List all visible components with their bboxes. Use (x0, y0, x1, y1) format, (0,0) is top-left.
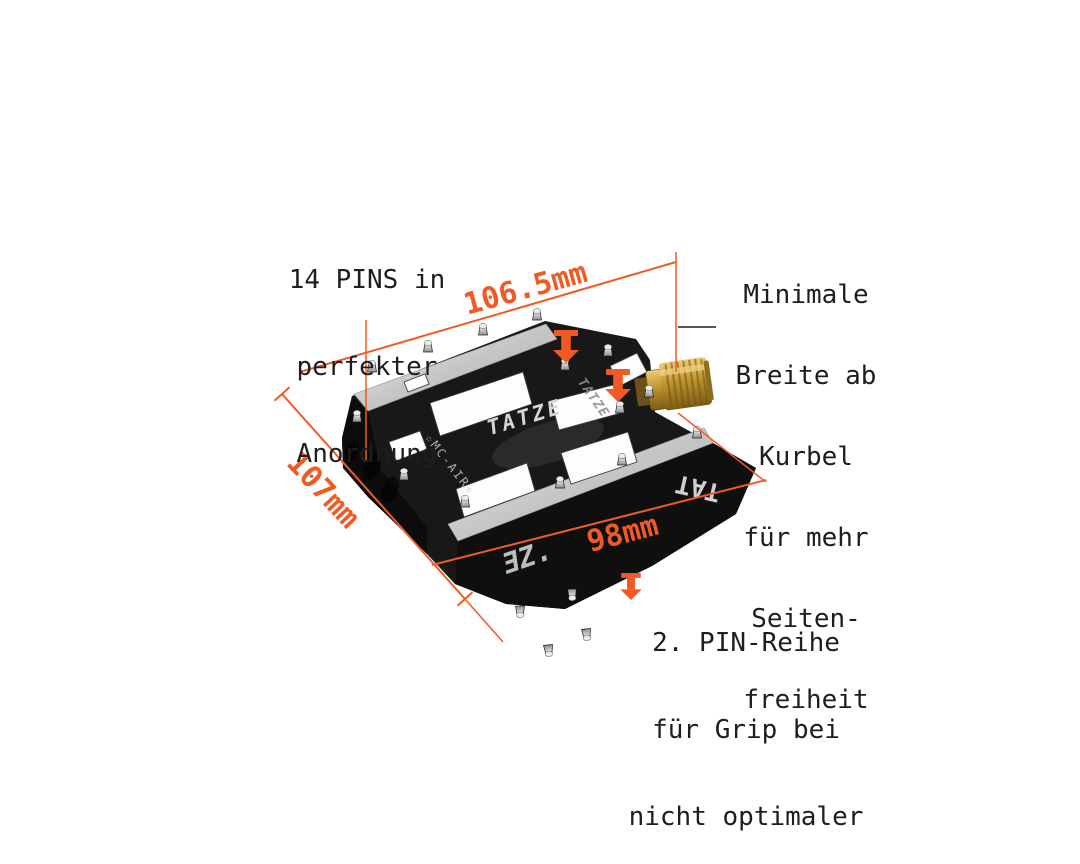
pedal-left-side-face (342, 396, 427, 554)
crank-clearance-line: Breite ab (735, 361, 877, 391)
second-pin-row-annotation: 2. PIN-Reihe für Grip bei nicht optimale… (612, 571, 880, 864)
second-pin-row-line: 2. PIN-Reihe (652, 628, 840, 658)
pedal-front-face (455, 443, 756, 609)
dimension-lines (273, 252, 767, 643)
dim-top-label: 106.5mm (460, 255, 591, 323)
crank-clearance-line: Minimale (743, 280, 869, 310)
crank-clearance-line: Kurbel (759, 442, 853, 472)
crank-clearance-line: freiheit (743, 685, 869, 715)
pins-annotation-line: Anordnung (296, 439, 438, 469)
crank-clearance-line: Seiten- (751, 604, 861, 634)
pins-annotation-line: perfekter (296, 352, 438, 382)
second-pin-row-line: nicht optimaler (628, 802, 864, 832)
pedal-axle (634, 357, 714, 411)
dimension-top-width (299, 252, 677, 460)
crank-clearance-line: für mehr (743, 523, 869, 553)
pedal-body: TATZE ☆MC-AIR☆ TATZE ƎZ. TAT (342, 307, 756, 658)
top-plate-reflection (492, 417, 604, 469)
side-cutout-holes (345, 440, 399, 504)
dimension-bottom-width (431, 412, 767, 566)
crank-clearance-annotation: Minimale Breite ab Kurbel für mehr Seite… (696, 228, 916, 768)
machined-edge-back (353, 323, 558, 412)
second-pin-row-line: für Grip bei (652, 715, 840, 745)
pins-annotation-line: 14 PINS in (288, 265, 446, 295)
pins-annotation: 14 PINS in perfekter Anordnung (257, 208, 477, 527)
